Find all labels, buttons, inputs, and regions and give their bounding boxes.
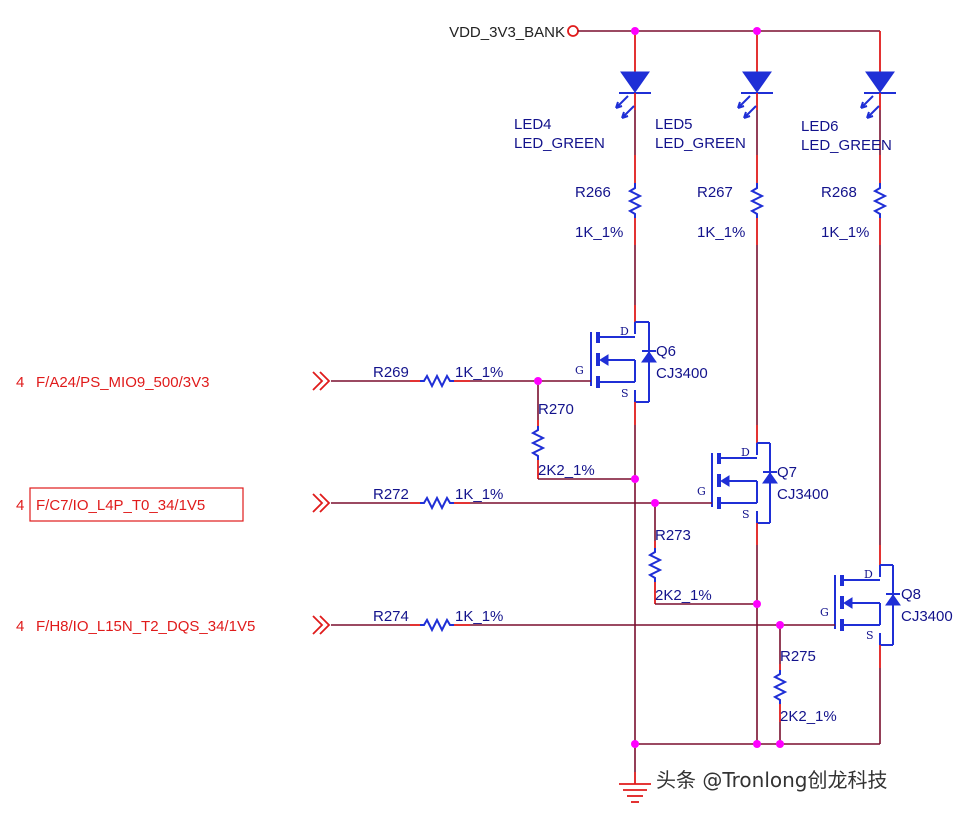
led-branch-3: LED6 LED_GREEN R268 1K_1% bbox=[801, 31, 896, 565]
input2-sheet: 4 bbox=[16, 497, 24, 514]
led5-ref: LED5 bbox=[655, 116, 693, 133]
led-diode-symbol bbox=[865, 71, 895, 93]
q7-ref: Q7 bbox=[777, 464, 797, 481]
resistor-symbol bbox=[420, 617, 454, 633]
led4-ref: LED4 bbox=[514, 116, 552, 133]
led-emission-arrow-icon bbox=[615, 95, 629, 109]
q6-pin-g: G bbox=[575, 364, 584, 377]
resistor-symbol bbox=[420, 495, 454, 511]
r272-value: 1K_1% bbox=[455, 486, 503, 503]
q8-pin-g: G bbox=[820, 606, 829, 619]
ground-icon bbox=[619, 772, 651, 803]
led-emission-arrow-icon bbox=[737, 95, 751, 109]
mosfet-q7: D G S Q7 CJ3400 bbox=[697, 442, 829, 545]
led-diode-symbol bbox=[742, 71, 772, 93]
q7-pin-s: S bbox=[742, 508, 750, 521]
resistor-symbol bbox=[530, 426, 546, 460]
r275-ref: R275 bbox=[780, 648, 816, 665]
input-row-3: 4 F/H8/IO_L15N_T2_DQS_34/1V5 R274 1K_1% … bbox=[16, 608, 837, 744]
q6-pin-s: S bbox=[621, 387, 629, 400]
watermark-text: 头条 @Tronlong创龙科技 bbox=[656, 768, 888, 792]
power-net-label: VDD_3V3_BANK bbox=[449, 24, 565, 41]
junction-dots bbox=[534, 27, 784, 748]
r272-ref: R272 bbox=[373, 486, 409, 503]
q7-pin-g: G bbox=[697, 485, 706, 498]
led-diode-symbol bbox=[620, 71, 650, 93]
r268-value: 1K_1% bbox=[821, 224, 869, 241]
led-emission-arrow-icon bbox=[866, 105, 880, 119]
offsheet-connector-icon bbox=[312, 615, 331, 635]
q6-ref: Q6 bbox=[656, 343, 676, 360]
q8-ref: Q8 bbox=[901, 586, 921, 603]
offsheet-connector-icon bbox=[312, 493, 331, 513]
r274-value: 1K_1% bbox=[455, 608, 503, 625]
r269-value: 1K_1% bbox=[455, 364, 503, 381]
resistor-symbol bbox=[627, 183, 643, 218]
led-branch-1: LED4 LED_GREEN R266 1K_1% bbox=[514, 31, 651, 322]
led5-value: LED_GREEN bbox=[655, 135, 746, 152]
led-emission-arrow-icon bbox=[621, 105, 635, 119]
q6-pin-d: D bbox=[620, 325, 629, 338]
led-branch-2: LED5 LED_GREEN R267 1K_1% bbox=[655, 31, 773, 443]
led-emission-arrow-icon bbox=[860, 95, 874, 109]
r270-ref: R270 bbox=[538, 401, 574, 418]
led4-value: LED_GREEN bbox=[514, 135, 605, 152]
r273-ref: R273 bbox=[655, 527, 691, 544]
led-emission-arrow-icon bbox=[743, 105, 757, 119]
input2-net: F/C7/IO_L4P_T0_34/1V5 bbox=[36, 497, 205, 514]
q8-pin-s: S bbox=[866, 629, 874, 642]
led6-value: LED_GREEN bbox=[801, 137, 892, 154]
r273-value: 2K2_1% bbox=[655, 587, 712, 604]
mosfet-q8: D G S Q8 CJ3400 bbox=[820, 564, 953, 668]
q8-pin-d: D bbox=[864, 568, 873, 581]
q8-value: CJ3400 bbox=[901, 608, 953, 625]
r267-ref: R267 bbox=[697, 184, 733, 201]
r266-ref: R266 bbox=[575, 184, 611, 201]
offsheet-connector-icon bbox=[312, 371, 331, 391]
r268-ref: R268 bbox=[821, 184, 857, 201]
input-row-1: 4 F/A24/PS_MIO9_500/3V3 R269 1K_1% R270 … bbox=[16, 364, 635, 480]
q7-pin-d: D bbox=[741, 446, 750, 459]
r270-value: 2K2_1% bbox=[538, 462, 595, 479]
r266-value: 1K_1% bbox=[575, 224, 623, 241]
power-port-symbol bbox=[567, 25, 579, 37]
resistor-symbol bbox=[420, 373, 454, 389]
mosfet-q6: D G S Q6 CJ3400 bbox=[575, 321, 708, 425]
resistor-symbol bbox=[749, 183, 765, 218]
q6-value: CJ3400 bbox=[656, 365, 708, 382]
highlight-box bbox=[29, 487, 244, 522]
input3-net: F/H8/IO_L15N_T2_DQS_34/1V5 bbox=[36, 618, 255, 635]
input-row-2: 4 F/C7/IO_L4P_T0_34/1V5 R272 1K_1% R273 … bbox=[16, 486, 757, 605]
r267-value: 1K_1% bbox=[697, 224, 745, 241]
r274-ref: R274 bbox=[373, 608, 409, 625]
resistor-symbol bbox=[772, 670, 788, 704]
input1-net: F/A24/PS_MIO9_500/3V3 bbox=[36, 374, 209, 391]
r269-ref: R269 bbox=[373, 364, 409, 381]
input1-sheet: 4 bbox=[16, 374, 24, 391]
resistor-symbol bbox=[647, 548, 663, 582]
r275-value: 2K2_1% bbox=[780, 708, 837, 725]
power-rail: VDD_3V3_BANK bbox=[449, 24, 880, 41]
q7-value: CJ3400 bbox=[777, 486, 829, 503]
resistor-symbol bbox=[872, 183, 888, 218]
input3-sheet: 4 bbox=[16, 618, 24, 635]
led6-ref: LED6 bbox=[801, 118, 839, 135]
